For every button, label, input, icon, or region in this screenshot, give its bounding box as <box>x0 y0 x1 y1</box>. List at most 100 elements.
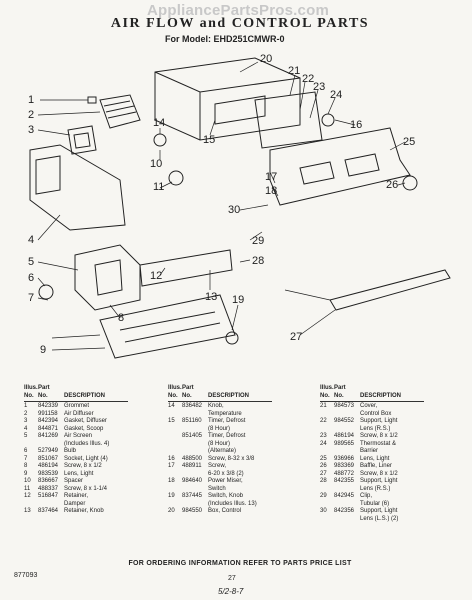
callout-labels: 1 2 3 4 5 6 7 8 9 10 11 12 13 14 15 16 1… <box>28 53 415 356</box>
description: Tubular (6) <box>360 500 390 507</box>
callout-28: 28 <box>252 255 264 267</box>
callout-8: 8 <box>118 312 124 324</box>
description: Lens, Light <box>64 470 94 477</box>
illus-number: 3 <box>24 418 28 424</box>
part-number: 936966 <box>334 455 355 462</box>
table-row: (Alternate) <box>168 448 272 456</box>
part-number: 844871 <box>38 425 59 432</box>
description: Cover, <box>360 403 378 409</box>
header-illus: Illus. <box>320 385 334 391</box>
illus-number: 22 <box>320 418 327 424</box>
thermostat-drawing <box>321 113 335 127</box>
description: Spacer <box>64 478 84 484</box>
gasket-drawing <box>67 125 97 155</box>
table-row: Lens (L.S.) (2) <box>320 516 424 524</box>
callout-25: 25 <box>403 136 415 148</box>
callout-7: 7 <box>28 292 34 304</box>
part-number: 488911 <box>182 463 202 469</box>
part-number: 488337 <box>38 485 59 492</box>
illus-number: 24 <box>320 440 327 447</box>
description: Air Screen <box>64 433 93 439</box>
callout-17: 17 <box>265 171 277 183</box>
description: Damper <box>64 500 86 507</box>
table-row: Lens (R.S.) <box>320 486 424 494</box>
header-illus: Illus. <box>168 385 182 391</box>
description: Thermostat & <box>360 440 397 447</box>
part-number: 842355 <box>334 478 355 484</box>
description: Bulb <box>64 448 77 454</box>
description: Grommet <box>64 403 90 409</box>
callout-5: 5 <box>28 256 34 268</box>
model-line: For Model: EHD251CMWR-0 <box>165 34 285 44</box>
header-part-no: No. <box>334 392 344 399</box>
liner-baffle-drawing <box>329 269 451 311</box>
header-illus: Illus. <box>24 385 38 391</box>
callout-9: 9 <box>40 344 46 356</box>
illus-number: 5 <box>24 433 28 439</box>
description: Retainer, <box>64 493 89 499</box>
illus-number: 18 <box>168 478 175 484</box>
page-number: 27 <box>228 575 236 582</box>
description: Control Box <box>360 410 392 417</box>
callout-3: 3 <box>28 124 34 136</box>
description: Timer, Defrost <box>208 418 246 424</box>
bulb-lower-drawing <box>38 284 54 300</box>
illus-number: 16 <box>168 455 175 462</box>
illus-number: 26 <box>320 463 327 469</box>
description: Box, Control <box>208 508 242 514</box>
part-number: 837445 <box>182 493 203 499</box>
illus-number: 28 <box>320 478 327 484</box>
part-number: 851067 <box>38 455 59 462</box>
light-socket-drawing <box>74 244 141 311</box>
header-part-no: No. <box>182 392 192 399</box>
part-number: 984552 <box>334 418 355 424</box>
light-lens-drawing <box>269 127 411 206</box>
description: Support, Light <box>360 478 398 484</box>
header-illus-no: No. <box>168 392 178 399</box>
illus-number: 1 <box>24 403 28 409</box>
table-row: Control Box <box>320 411 424 419</box>
illus-number: 17 <box>168 463 175 469</box>
description: Switch <box>208 485 226 492</box>
part-number: 488500 <box>182 455 203 462</box>
page-title: AIR FLOW and CONTROL PARTS <box>110 16 370 31</box>
header-illus-no: No. <box>320 392 330 399</box>
part-number: 527949 <box>38 448 59 454</box>
table-row: Switch <box>168 486 272 494</box>
header-part: Part <box>38 385 50 391</box>
table-row: 16 488500 Screw, 8-32 x 3/8 <box>168 456 272 464</box>
callout-15: 15 <box>203 134 215 146</box>
description: Screw, 8-32 x 3/8 <box>208 455 255 462</box>
description: (Includes Illus. 13) <box>208 500 257 507</box>
document-code: 877093 <box>14 572 38 579</box>
description: (Alternate) <box>208 448 237 454</box>
table-row: Lens (R.S.) <box>320 426 424 434</box>
table-row: Tubular (6) <box>320 501 424 509</box>
description: Screw, 8 x 1-1/4 <box>64 485 108 492</box>
callout-16: 16 <box>350 119 362 131</box>
part-number: 983369 <box>334 463 355 469</box>
callout-19: 19 <box>232 294 244 306</box>
description: Switch, Knob <box>208 493 244 499</box>
description: Lens (R.S.) <box>360 485 391 492</box>
callout-20: 20 <box>260 53 272 65</box>
callout-24: 24 <box>330 89 342 101</box>
description: Retainer, Knob <box>64 508 104 514</box>
description: Socket, Light (4) <box>64 455 108 462</box>
description: Gasket, Scoop <box>64 425 104 432</box>
